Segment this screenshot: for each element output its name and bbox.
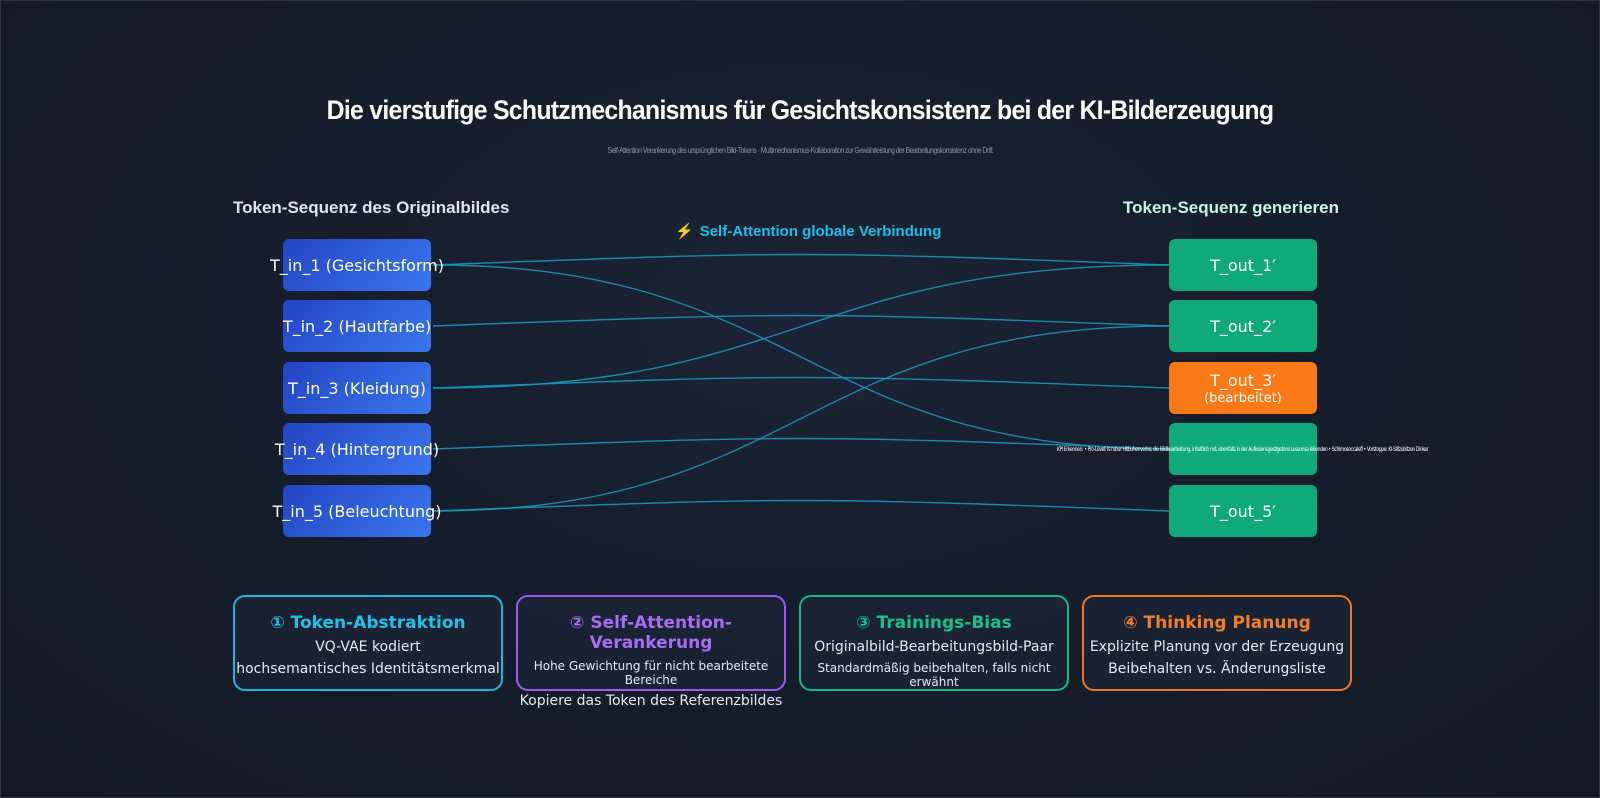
input-token-2: T_in_2 (Hautfarbe) [283,300,431,352]
input-token-5: T_in_5 (Beleuchtung) [273,485,442,537]
card-line-2: Beibehalten vs. Änderungsliste [1108,661,1326,677]
edited-note: (bearbeitet) [1204,390,1282,406]
input-token-3: T_in_3 (Kleidung) [283,362,431,414]
lightning-icon: ⚡ [675,223,694,240]
output-token-2: T_out_2′ [1169,300,1317,352]
card-line-2: Standardmäßig beibehalten, falls nicht e… [817,661,1051,689]
input-token-label: T_in_1 (Gesichtsform) [270,255,444,275]
diagram-title: Die vierstufige Schutzmechanismus für Ge… [326,95,1274,125]
right-column-header: Token-Sequenz generieren [1123,198,1340,217]
connection-line-5-2 [432,325,1170,512]
output-token-5: T_out_5′ [1169,485,1317,537]
card-title: ② Self-Attention-Verankerung [570,613,732,653]
output-token-label: T_out_5′ [1210,501,1276,521]
connection-line-2-2 [432,314,1170,327]
mechanism-card-self-attention: ② Self-Attention-Verankerung Hohe Gewich… [516,595,786,709]
output-token-label: T_out_1′ [1210,255,1276,275]
card-line-1: VQ-VAE kodiert [315,639,421,655]
input-token-4: T_in_4 (Hintergrund) [275,423,439,475]
connection-line-3-1 [432,264,1170,389]
mechanism-card-training-bias: ③ Trainings-Bias Originalbild-Bearbeitun… [799,595,1069,691]
output-token-3-edited: T_out_3′ (bearbeitet) [1169,362,1317,414]
card-line-1: Explizite Planung vor der Erzeugung [1089,639,1345,655]
connection-line-1-1 [432,253,1170,266]
card-line-2: hochsemantisches Identitätsmerkmal [236,661,500,677]
input-token-label: T_in_5 (Beleuchtung) [272,501,442,521]
mechanism-card-token-abstraction: ① Token-Abstraktion VQ-VAE kodiert hochs… [233,595,503,691]
attention-label-text: Self-Attention globale Verbindung [699,223,942,240]
card-title: ④ Thinking Planung [1123,613,1311,633]
output-token-label: T_out_2′ [1210,316,1276,336]
output-token-label: T_out_3′ [1210,370,1276,390]
connection-line-4-4 [432,437,1170,450]
diagram-subtitle: Self-Attention Verankerung des ursprüngl… [607,146,993,155]
card-line-2: Kopiere das Token des Referenzbildes [519,693,783,709]
card-title: ① Token-Abstraktion [270,613,466,633]
input-token-label: T_in_4 (Hintergrund) [274,439,440,459]
mechanism-card-thinking-planning: ④ Thinking Planung Explizite Planung vor… [1082,595,1352,691]
card-line-1: Hohe Gewichtung für nicht bearbeitete Be… [533,659,769,687]
output-token-label: KPI Erkennen: • Pro-Level: Is rubur Hitb… [1057,445,1429,453]
connection-line-3-3 [432,376,1170,389]
left-column-header: Token-Sequenz des Originalbildes [233,198,510,217]
card-title: ③ Trainings-Bias [856,613,1012,633]
attention-label: ⚡ Self-Attention globale Verbindung [675,222,941,240]
output-token-1: T_out_1′ [1169,239,1317,291]
card-line-1: Originalbild-Bearbeitungsbild-Paar [814,639,1054,655]
input-token-label: T_in_3 (Kleidung) [288,378,426,398]
input-token-label: T_in_2 (Hautfarbe) [282,316,432,336]
connection-line-5-5 [432,499,1170,512]
input-token-1: T_in_1 (Gesichtsform) [270,239,444,291]
connection-line-1-4 [432,264,1170,450]
output-token-4: KPI Erkennen: • Pro-Level: Is rubur Hitb… [1057,423,1429,475]
